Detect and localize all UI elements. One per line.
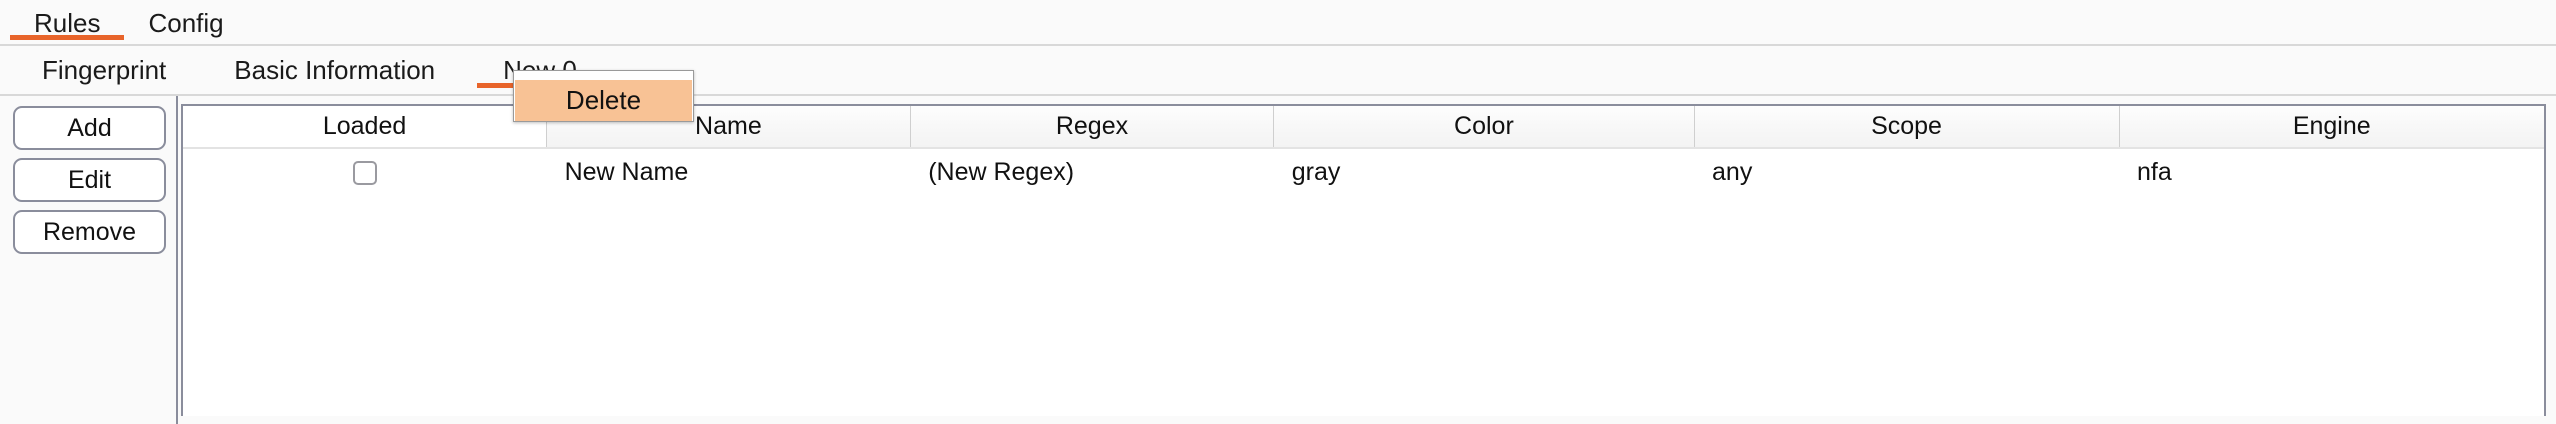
column-header-loaded[interactable]: Loaded	[183, 106, 548, 149]
cell-regex: (New Regex)	[928, 158, 1075, 186]
context-menu-item-delete[interactable]: Delete	[515, 80, 692, 121]
edit-button[interactable]: Edit	[13, 158, 166, 202]
cell-scope: any	[1712, 158, 1753, 186]
tab-rules[interactable]: Rules	[10, 0, 125, 40]
tab-fingerprint-label: Fingerprint	[42, 55, 167, 85]
add-button[interactable]: Add	[13, 106, 166, 150]
secondary-tab-bar: Fingerprint Basic Information New 0	[0, 46, 2556, 96]
tab-fingerprint[interactable]: Fingerprint	[8, 46, 200, 86]
loaded-checkbox[interactable]	[352, 161, 377, 186]
side-action-panel: Add Edit Remove	[0, 96, 178, 424]
remove-button[interactable]: Remove	[13, 210, 166, 254]
table-body: New Name (New Regex) gray any nfa	[183, 148, 2544, 196]
cell-name: New Name	[564, 158, 689, 186]
tab-basic-information-label: Basic Information	[234, 55, 436, 85]
context-menu: Delete	[513, 70, 694, 122]
column-header-regex[interactable]: Regex	[910, 106, 1275, 149]
primary-tab-list: Rules Config	[0, 0, 2556, 44]
column-header-scope[interactable]: Scope	[1694, 106, 2120, 149]
tab-rules-label: Rules	[34, 8, 101, 38]
cell-color: gray	[1291, 158, 1341, 186]
column-header-engine[interactable]: Engine	[2119, 106, 2544, 149]
table-row[interactable]: New Name (New Regex) gray any nfa	[183, 148, 2544, 196]
primary-tab-bar: Rules Config	[0, 0, 2556, 46]
secondary-tab-list: Fingerprint Basic Information New 0	[0, 46, 2556, 94]
tab-config[interactable]: Config	[124, 0, 247, 38]
cell-loaded	[183, 148, 547, 196]
tab-config-label: Config	[148, 8, 224, 38]
tab-basic-information[interactable]: Basic Information	[200, 46, 469, 86]
cell-engine: nfa	[2137, 158, 2172, 186]
column-header-color[interactable]: Color	[1273, 106, 1695, 149]
